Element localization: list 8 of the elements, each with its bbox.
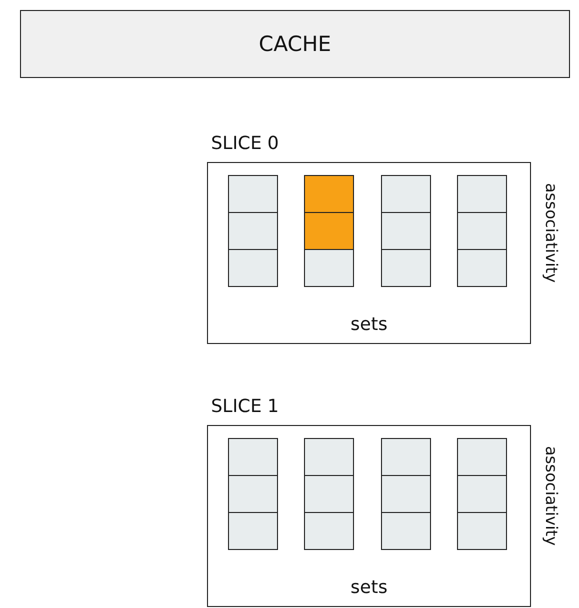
slice-heading: SLICE 1	[211, 396, 279, 417]
axis-label: associativity	[542, 183, 561, 283]
box-title: CACHE	[258, 32, 332, 56]
axis-label: associativity	[542, 446, 561, 546]
axis-label: sets	[350, 314, 388, 335]
cache-box	[20, 10, 570, 78]
axis-label: sets	[350, 577, 388, 598]
slice-heading: SLICE 0	[211, 133, 279, 154]
